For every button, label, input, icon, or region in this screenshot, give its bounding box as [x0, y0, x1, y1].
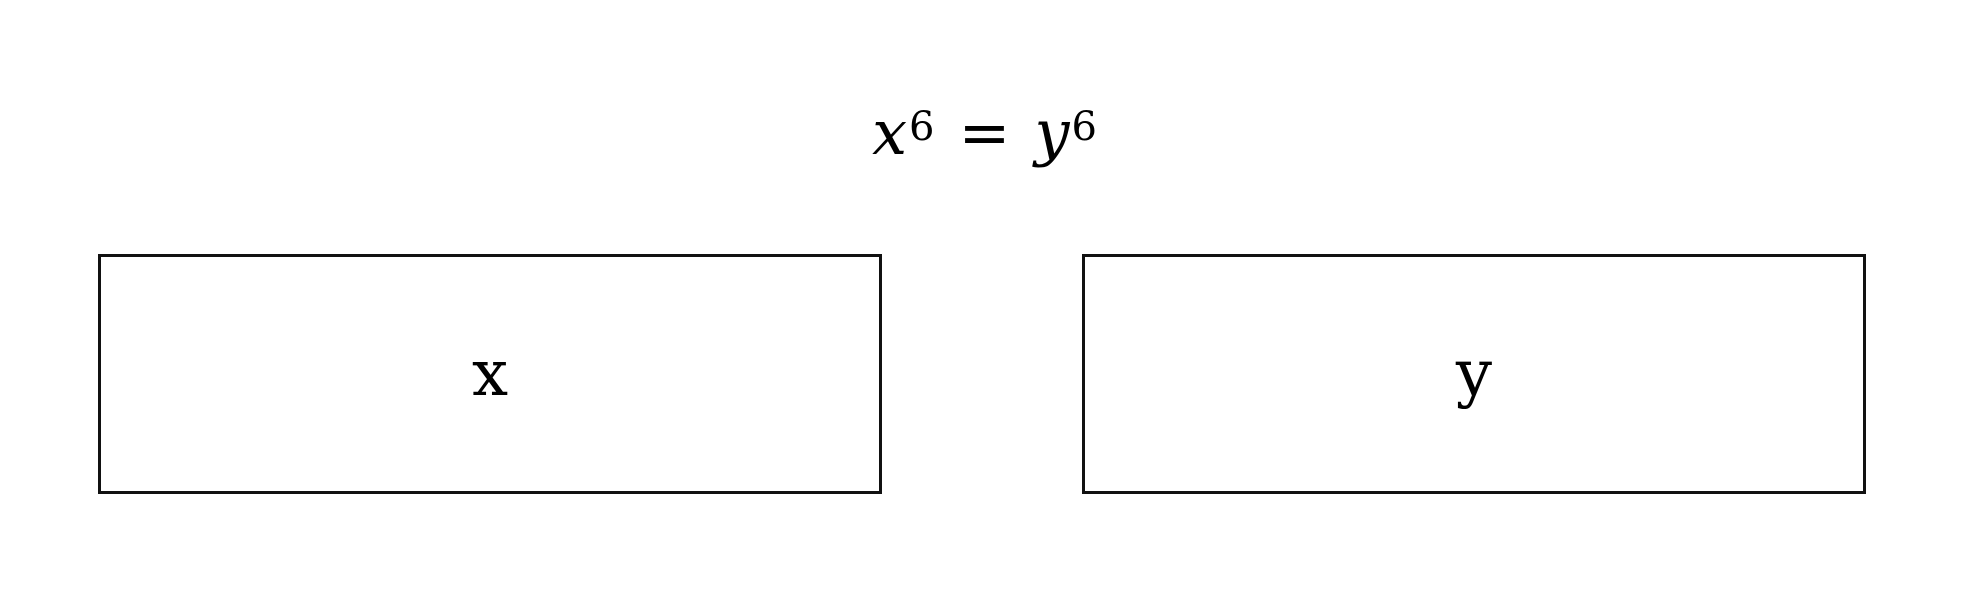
box-x: x [98, 254, 882, 494]
box-y-label: y [1455, 337, 1493, 411]
equation-operator: = [958, 96, 1011, 169]
equation-rhs-variable: y [1034, 96, 1070, 169]
box-x-label: x [471, 337, 509, 411]
equation-lhs-exponent: 6 [909, 104, 935, 150]
equation-lhs-variable: x [872, 96, 908, 169]
box-y: y [1082, 254, 1866, 494]
equation-rhs-exponent: 6 [1071, 104, 1097, 150]
